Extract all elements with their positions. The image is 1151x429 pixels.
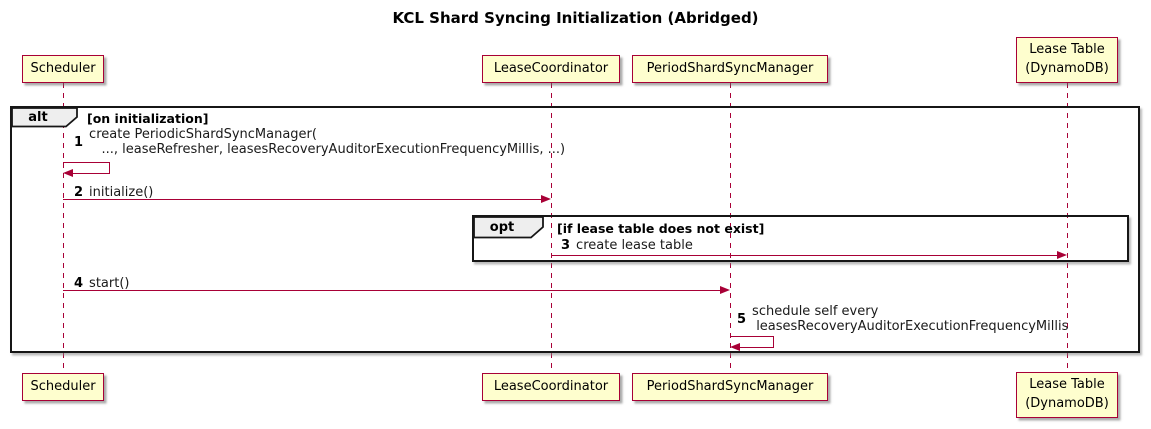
message-5-arrow-segment bbox=[773, 336, 775, 348]
lifeline-leasecoordinator bbox=[551, 83, 552, 373]
participant-lease-table-top: Lease Table (DynamoDB) bbox=[1016, 37, 1118, 83]
message-1-label: 1 create PeriodicShardSyncManager( ..., … bbox=[74, 127, 565, 157]
opt-operator-pentagon bbox=[473, 216, 544, 239]
message-5-label: 5 schedule self every leasesRecoveryAudi… bbox=[737, 304, 1068, 334]
message-2-text: initialize() bbox=[89, 185, 154, 200]
message-5-text: schedule self every leasesRecoveryAudito… bbox=[752, 304, 1069, 334]
participant-scheduler-top: Scheduler bbox=[22, 55, 104, 83]
opt-frame: opt [if lease table does not exist] bbox=[472, 215, 1129, 262]
message-5-arrow bbox=[730, 336, 774, 338]
lifeline-periodshardsyncmanager bbox=[730, 83, 731, 373]
alt-condition: [on initialization] bbox=[87, 111, 209, 126]
message-2-arrow bbox=[63, 199, 542, 201]
message-4-arrowhead-icon bbox=[720, 286, 730, 295]
message-4-text: start() bbox=[89, 276, 130, 291]
message-1-arrow-segment bbox=[109, 162, 111, 174]
lifeline-lease-table bbox=[1067, 83, 1068, 372]
opt-condition: [if lease table does not exist] bbox=[557, 221, 765, 236]
message-4-label: 4 start() bbox=[74, 276, 129, 291]
message-3-text: create lease table bbox=[576, 238, 693, 253]
alt-operator-pentagon bbox=[11, 107, 78, 128]
diagram-title: KCL Shard Syncing Initialization (Abridg… bbox=[392, 9, 759, 27]
message-3-arrowhead-icon bbox=[1057, 251, 1067, 260]
message-1-number: 1 bbox=[74, 134, 84, 150]
message-5-number: 5 bbox=[737, 311, 747, 327]
alt-operator-label: alt bbox=[28, 110, 48, 125]
message-4-arrow bbox=[63, 290, 721, 292]
lifeline-scheduler bbox=[63, 83, 64, 373]
message-3-label: 3 create lease table bbox=[561, 238, 693, 253]
message-1-arrow bbox=[63, 162, 110, 164]
alt-frame: alt [on initialization] bbox=[10, 106, 1140, 353]
participant-leasecoordinator-top: LeaseCoordinator bbox=[482, 55, 620, 83]
message-4-number: 4 bbox=[74, 276, 84, 291]
message-2-label: 2 initialize() bbox=[74, 185, 153, 200]
participant-lease-table-bottom: Lease Table (DynamoDB) bbox=[1016, 372, 1118, 418]
participant-periodshardsyncmanager-bottom: PeriodShardSyncManager bbox=[632, 373, 828, 401]
message-3-number: 3 bbox=[561, 238, 571, 253]
message-1-arrowhead-icon bbox=[63, 169, 73, 178]
opt-operator-label: opt bbox=[489, 220, 515, 235]
participant-periodshardsyncmanager-top: PeriodShardSyncManager bbox=[632, 55, 828, 83]
message-3-arrow bbox=[551, 255, 1058, 257]
message-1-text: create PeriodicShardSyncManager( ..., le… bbox=[89, 127, 566, 157]
message-2-number: 2 bbox=[74, 185, 84, 200]
participant-scheduler-bottom: Scheduler bbox=[22, 373, 104, 401]
message-5-arrow-return bbox=[739, 347, 774, 349]
message-2-arrowhead-icon bbox=[541, 195, 551, 204]
message-1-arrow-return bbox=[72, 173, 110, 175]
message-5-arrowhead-icon bbox=[730, 343, 740, 352]
participant-leasecoordinator-bottom: LeaseCoordinator bbox=[482, 373, 620, 401]
